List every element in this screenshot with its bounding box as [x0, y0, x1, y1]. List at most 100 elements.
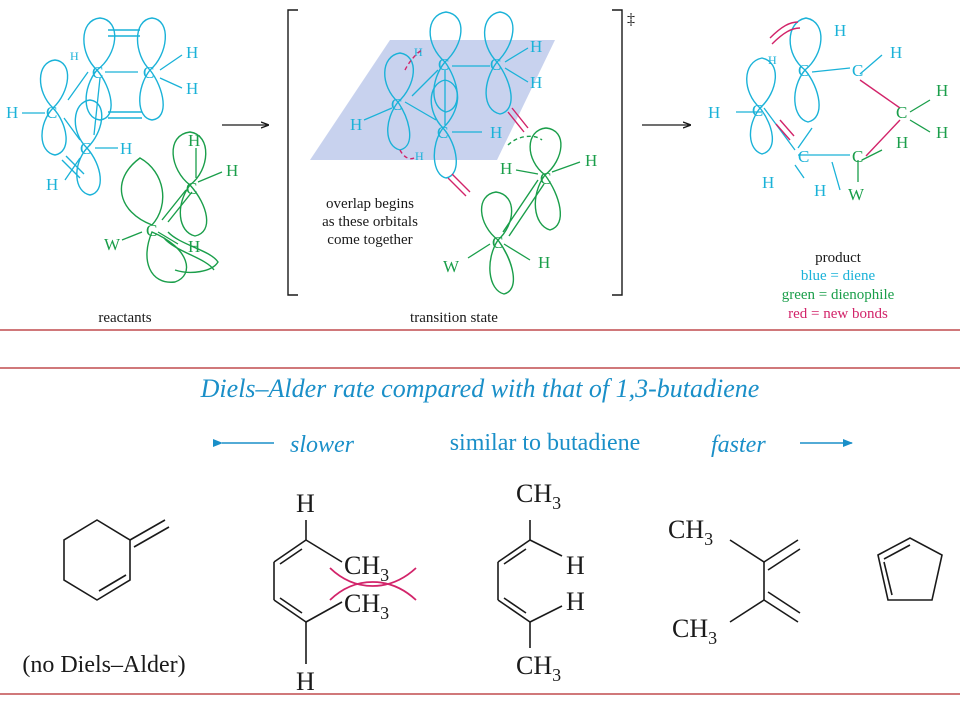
no-diels-alder-label: (no Diels–Alder)	[22, 652, 185, 678]
dienophile-atoms: C C H H W H	[104, 131, 238, 256]
atom-c: C	[490, 55, 501, 74]
overlap-note-line: overlap begins	[326, 196, 414, 212]
double-bond	[161, 189, 193, 223]
new-bond	[865, 119, 901, 157]
pi-overlap	[61, 155, 85, 179]
orbital-lobe	[85, 68, 112, 121]
atom-h: H	[814, 181, 826, 200]
exocyclic-double-bond	[133, 526, 170, 548]
product-atoms: C C C C H H H H H H C C H H H W	[708, 21, 948, 204]
steric-clash	[329, 567, 417, 587]
hydrogen-label: H	[566, 587, 585, 616]
methyl-label: CH3	[668, 515, 713, 549]
ts-dagger: ‡	[627, 11, 635, 28]
double-bond	[279, 597, 303, 614]
product-legend: product blue = diene green = dienophile …	[782, 250, 895, 322]
atom-h: H	[490, 123, 502, 142]
atom-c: C	[143, 63, 154, 82]
bond	[305, 539, 343, 563]
orbital-lobe	[433, 126, 457, 179]
bond	[763, 599, 799, 623]
atom-h: H	[936, 81, 948, 100]
pi-overlap	[108, 111, 142, 119]
bond	[729, 539, 765, 563]
orbital-lobe	[749, 106, 773, 155]
atom-c: C	[492, 233, 503, 252]
atom-c: C	[46, 103, 57, 122]
rate-scale: slower similar to butadiene faster	[213, 430, 853, 458]
sigma-bonds	[857, 99, 931, 182]
bond	[497, 539, 531, 563]
molecule-methylenecyclohexene	[63, 519, 170, 601]
forming-bond	[399, 149, 415, 160]
diene-orbitals	[22, 17, 183, 196]
atom-c: C	[752, 101, 763, 120]
rate-title: Diels–Alder rate compared with that of 1…	[200, 374, 760, 403]
hydrogen-label: H	[296, 667, 315, 696]
methyl-label: CH3	[516, 651, 561, 685]
orbital-lobe	[172, 131, 207, 186]
diene-plane	[310, 40, 555, 160]
molecule-dimethylbutadiene: CH3 CH3	[668, 515, 801, 648]
double-bond	[503, 548, 527, 565]
atom-h: H	[834, 21, 846, 40]
orbital-lobe	[136, 17, 167, 71]
double-bond	[503, 597, 527, 614]
ts-dienophile-orbitals	[467, 127, 581, 295]
forming-bond	[507, 107, 529, 133]
sigma-bonds	[121, 148, 223, 245]
atom-c: C	[146, 221, 157, 240]
bond	[497, 599, 531, 623]
orbital-lobe	[483, 11, 514, 63]
atom-c: C	[540, 169, 551, 188]
ring-double-bond	[98, 574, 127, 592]
atom-h: H	[120, 139, 132, 158]
sigma-bonds	[467, 161, 581, 261]
atom-c: C	[186, 179, 197, 198]
atom-c: C	[852, 61, 863, 80]
atom-h: H	[896, 133, 908, 152]
molecule-hexadiene-trans: CH3 H H CH3	[497, 479, 585, 685]
atom-h: H	[530, 37, 542, 56]
reactants-caption: reactants	[98, 310, 151, 326]
methyl-label: CH3	[672, 614, 717, 648]
exocyclic-bond	[129, 519, 166, 541]
orbital-lobe	[529, 127, 562, 176]
atom-c: C	[896, 103, 907, 122]
bond	[305, 601, 343, 623]
ts-diene-orbitals	[363, 11, 529, 179]
sigma-bonds	[22, 54, 183, 181]
ts-forming-bonds	[399, 49, 529, 197]
methyl-label: CH3	[344, 589, 389, 623]
bond	[763, 539, 799, 563]
double-bond	[767, 548, 801, 571]
sigma-bonds	[63, 71, 138, 149]
atom-c: C	[438, 55, 449, 74]
orbital-lobe	[74, 99, 103, 149]
legend-blue: blue = diene	[801, 268, 876, 284]
atom-h: H	[762, 173, 774, 192]
orbital-lobe	[76, 146, 101, 196]
atom-h: H	[188, 237, 200, 256]
product-panel: C C C C H H H H H H C C H H H W product …	[708, 17, 948, 322]
faster-label: faster	[711, 432, 766, 458]
atom-w: W	[443, 257, 460, 276]
similar-label: similar to butadiene	[450, 430, 641, 456]
reactants-panel: C C C C H H H H H H C C H H W	[6, 17, 238, 326]
orbital-lobe	[41, 106, 67, 156]
pi-overlap	[163, 237, 215, 271]
pi-overlap	[108, 29, 140, 37]
atom-h: H	[186, 43, 198, 62]
new-bond	[775, 119, 795, 141]
sigma-bonds	[404, 65, 490, 133]
hydrogen-label: H	[566, 551, 585, 580]
hydrogen-label: H	[296, 489, 315, 518]
double-bond	[767, 591, 801, 614]
atom-h: H	[415, 149, 424, 163]
atom-h: H	[46, 175, 58, 194]
orbital-lobe	[794, 68, 820, 123]
overlap-note-line: come together	[327, 232, 412, 248]
molecule-hexadiene-cis: H H CH3 CH3	[273, 489, 417, 696]
overlap-note: overlap begins as these orbitals come to…	[322, 196, 418, 248]
